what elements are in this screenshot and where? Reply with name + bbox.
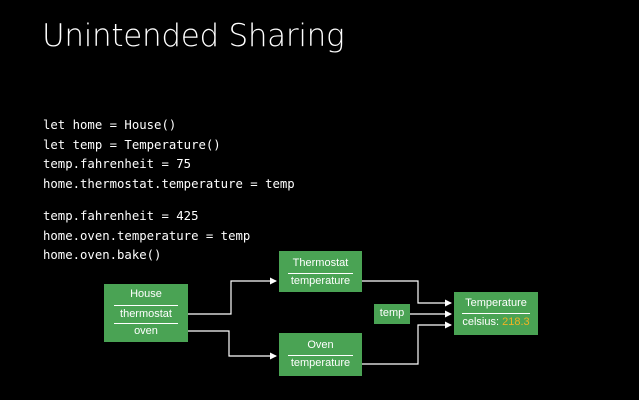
code-line: temp.fahrenheit = 75 [43, 157, 192, 171]
house-box: House thermostat oven [104, 284, 188, 342]
house-field-oven: oven [134, 325, 158, 337]
temp-variable-box: temp [374, 304, 410, 324]
oven-field-temperature: temperature [290, 357, 351, 369]
house-field-thermostat: thermostat [120, 308, 172, 320]
code-line: let home = House() [43, 118, 177, 132]
code-listing: let home = House() let temp = Temperatur… [43, 116, 295, 266]
arrow-oven-temperature [352, 321, 452, 365]
temp-variable-label: temp [379, 307, 405, 319]
celsius-label: celsius: [462, 316, 500, 328]
thermostat-title: Thermostat [292, 257, 349, 269]
code-line: home.oven.bake() [43, 248, 162, 262]
thermostat-divider [288, 273, 353, 274]
thermostat-field-temperature: temperature [290, 275, 351, 287]
celsius-value: 218.3 [502, 316, 530, 328]
temperature-field: celsius: 218.3 [454, 316, 538, 328]
temperature-box: Temperature celsius: 218.3 [454, 292, 538, 335]
house-divider [114, 305, 178, 306]
code-line: let temp = Temperature() [43, 137, 221, 152]
house-field-underline [114, 323, 178, 324]
slide-title: Unintended Sharing [42, 18, 345, 54]
arrow-house-thermostat [176, 277, 277, 315]
house-title: House [130, 288, 162, 300]
thermostat-box: Thermostat temperature [279, 251, 362, 292]
code-line: home.oven.temperature = temp [43, 228, 251, 243]
temperature-title: Temperature [465, 297, 527, 309]
code-line: home.thermostat.temperature = temp [43, 176, 295, 191]
arrow-thermostat-temperature [352, 280, 452, 307]
oven-box: Oven temperature [279, 333, 362, 376]
oven-title: Oven [307, 339, 334, 351]
temperature-divider [462, 313, 530, 314]
oven-divider [288, 355, 353, 356]
arrow-house-oven [176, 330, 277, 360]
code-line: temp.fahrenheit = 425 [43, 209, 199, 223]
